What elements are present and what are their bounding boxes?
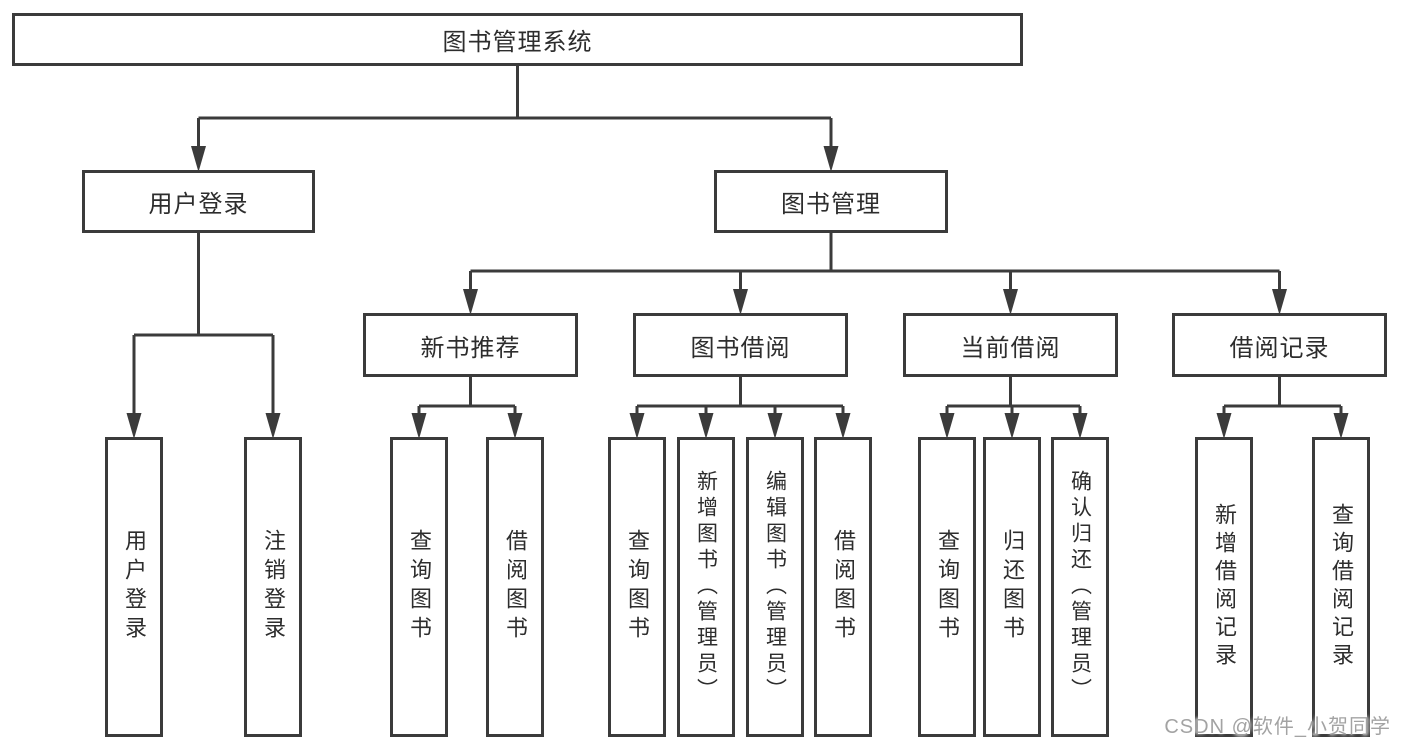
node-new-book-recommend: 新书推荐 bbox=[363, 313, 578, 377]
leaf-query-books-current: 查询图书 bbox=[918, 437, 976, 737]
leaf-add-borrow-record: 新增借阅记录 bbox=[1195, 437, 1253, 737]
leaf-add-book-admin: 新增图书（管理员） bbox=[677, 437, 735, 737]
leaf-logout: 注销登录 bbox=[244, 437, 302, 737]
node-root-library-system: 图书管理系统 bbox=[12, 13, 1023, 66]
leaf-borrow-books-recommend: 借阅图书 bbox=[486, 437, 544, 737]
leaf-return-book: 归还图书 bbox=[983, 437, 1041, 737]
node-user-login-branch: 用户登录 bbox=[82, 170, 315, 233]
node-current-borrowing: 当前借阅 bbox=[903, 313, 1118, 377]
leaf-user-login: 用户登录 bbox=[105, 437, 163, 737]
node-borrowing-records: 借阅记录 bbox=[1172, 313, 1387, 377]
leaf-borrow-books-borrowing: 借阅图书 bbox=[814, 437, 872, 737]
leaf-query-books-recommend: 查询图书 bbox=[390, 437, 448, 737]
leaf-edit-book-admin: 编辑图书（管理员） bbox=[746, 437, 804, 737]
leaf-query-books-borrowing: 查询图书 bbox=[608, 437, 666, 737]
node-book-management-branch: 图书管理 bbox=[714, 170, 948, 233]
csdn-watermark: CSDN @软件_小贺同学 bbox=[1164, 716, 1391, 738]
leaf-query-borrow-record: 查询借阅记录 bbox=[1312, 437, 1370, 737]
leaf-confirm-return-admin: 确认归还（管理员） bbox=[1051, 437, 1109, 737]
node-book-borrowing: 图书借阅 bbox=[633, 313, 848, 377]
